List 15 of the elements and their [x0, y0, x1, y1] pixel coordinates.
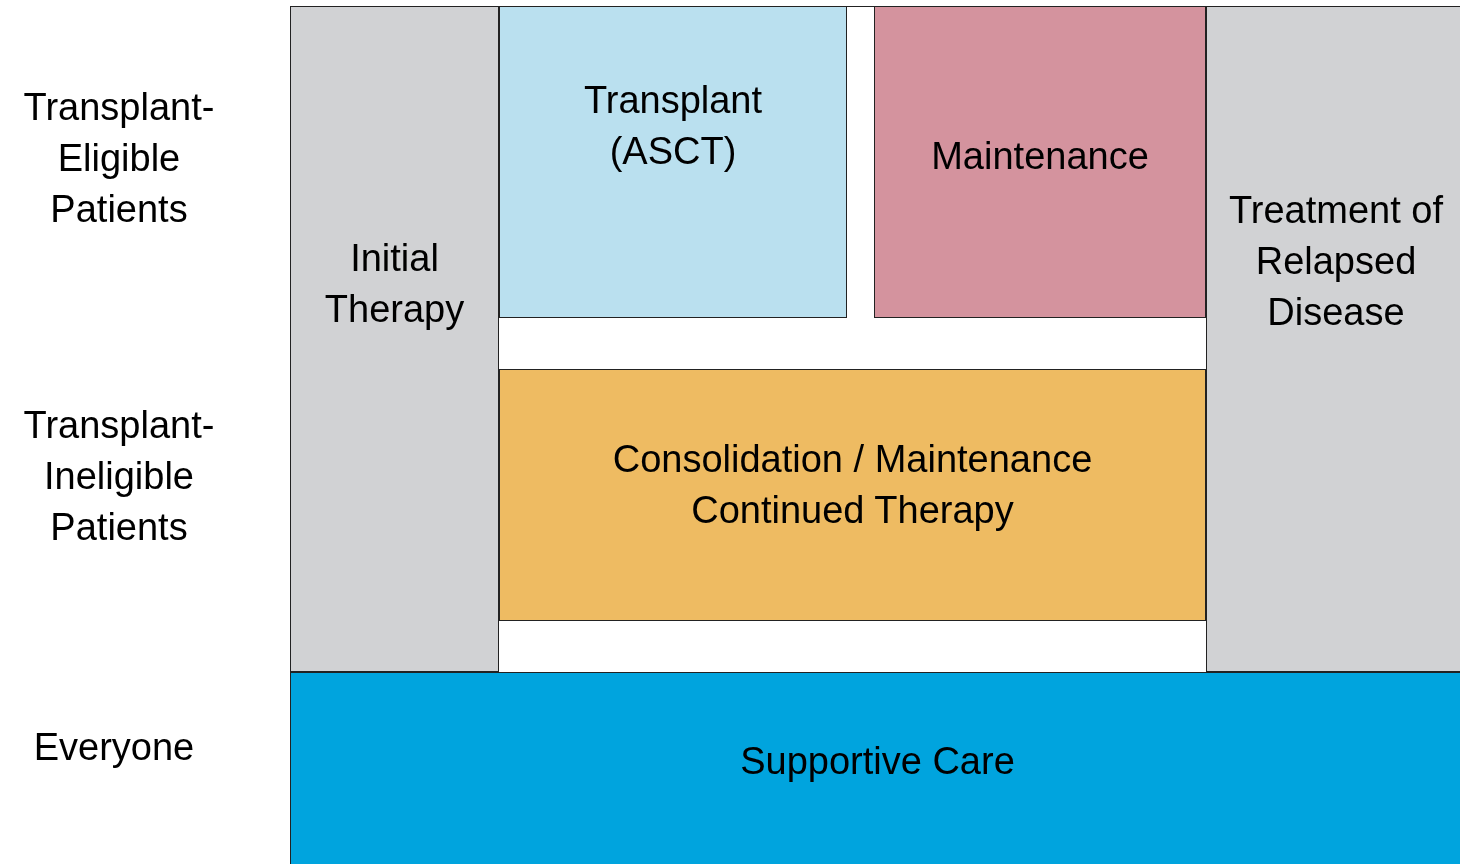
block-label: Transplant (ASCT) [582, 78, 764, 174]
consolidation-block [499, 369, 1206, 621]
supportive-care-band [290, 672, 1460, 864]
block-label: Consolidation / Maintenance Continued Therapy [611, 437, 1094, 533]
row-label: Everyone [32, 725, 196, 770]
relapsed-disease-column [1206, 6, 1460, 672]
block-label: Initial Therapy [323, 236, 466, 332]
row-label: Transplant-Eligible Patients [22, 85, 216, 232]
initial-therapy-column [290, 6, 499, 672]
maintenance-block [874, 6, 1206, 318]
transplant-block [499, 6, 847, 318]
block-label: Treatment of Relapsed Disease [1228, 188, 1444, 335]
row-label: Transplant-Ineligible Patients [22, 403, 216, 550]
block-label: Maintenance [930, 134, 1150, 179]
block-label: Supportive Care [739, 739, 1016, 784]
